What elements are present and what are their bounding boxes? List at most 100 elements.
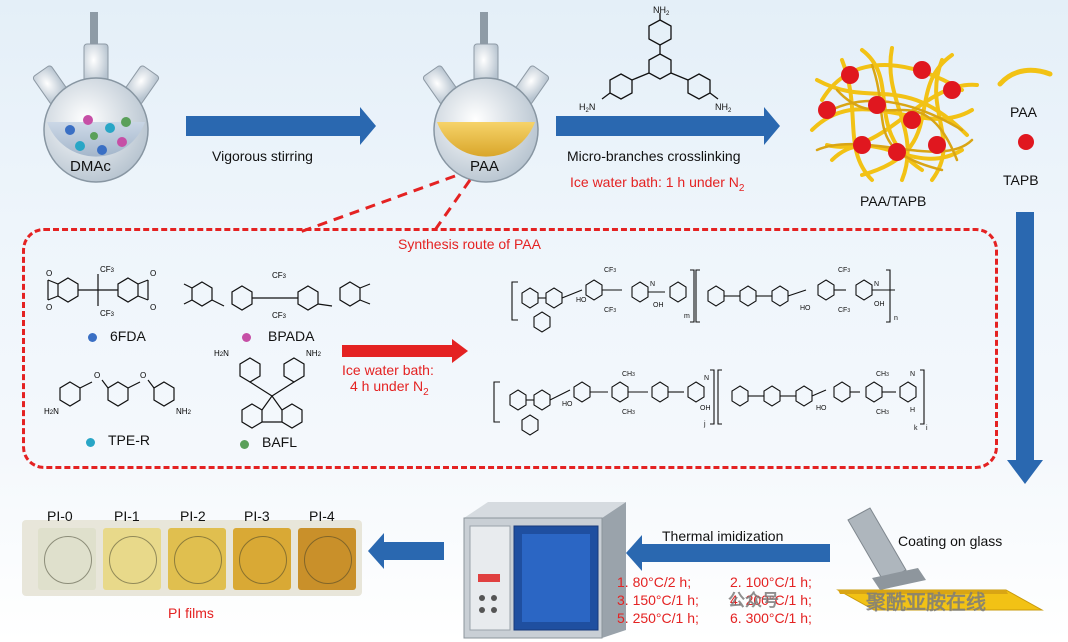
arrow-down <box>1016 212 1034 462</box>
tapb-structure: NH2 H2N NH2 <box>579 5 732 114</box>
schedule-2: 2. 100°C/1 h; <box>730 574 812 590</box>
crosslinking-condition: Ice water bath: 1 h under N2 <box>570 174 745 194</box>
6fda-cf3-bottom: CF3 <box>100 309 115 318</box>
poly1-oh: OH <box>653 302 664 309</box>
thermal-label: Thermal imidization <box>662 528 784 544</box>
film-label-4: PI-4 <box>309 508 335 524</box>
poly1-ho-b: HO <box>800 305 811 312</box>
film-3 <box>233 528 291 590</box>
schedule-3: 3. 150°C/1 h; <box>617 592 699 608</box>
film-seal-icon <box>44 536 92 584</box>
bpada-label: BPADA <box>268 328 315 344</box>
6fda-o3: O <box>150 269 156 278</box>
bpada-dot <box>242 333 251 342</box>
film-seal-icon <box>174 536 222 584</box>
bafl-structure: H2N NH2 <box>214 349 322 429</box>
paa-flask-label: PAA <box>470 158 499 175</box>
6fda-cf3-top: CF3 <box>100 265 115 274</box>
tper-o2: O <box>140 371 146 380</box>
stirring-label: Vigorous stirring <box>212 148 313 164</box>
reaction-condition-1: Ice water bath: <box>342 362 434 378</box>
tper-label: TPE-R <box>108 432 150 448</box>
dmac-flask-icon <box>32 12 160 183</box>
films-caption: PI films <box>168 605 214 621</box>
poly2-ch3-top: CH3 <box>622 371 635 378</box>
poly1-m: m <box>684 313 690 320</box>
watermark-small: 公众号 <box>728 591 779 610</box>
poly1-cf3-bottom: CF3 <box>604 307 616 314</box>
poly2-ho-b: HO <box>816 405 827 412</box>
schedule-5: 5. 250°C/1 h; <box>617 610 699 626</box>
6fda-label: 6FDA <box>110 328 146 344</box>
synthesis-title: Synthesis route of PAA <box>398 236 541 252</box>
poly2-n-b: N <box>910 371 915 378</box>
poly1-oh-b: OH <box>874 301 885 308</box>
poly2-h-b: H <box>910 407 915 414</box>
tper-structure: H2N NH2 O O <box>44 371 192 416</box>
tper-nh2-left: H2N <box>44 407 59 416</box>
bafl-nh2-left: H2N <box>214 349 229 358</box>
bpada-cf3-bottom: CF3 <box>272 311 287 320</box>
tapb-nh2-right: NH2 <box>715 102 732 114</box>
legend-paa-label: PAA <box>1010 104 1037 120</box>
coating-glass-icon <box>836 507 1044 611</box>
synthesis-box <box>22 228 998 469</box>
poly2-ho: HO <box>562 401 573 408</box>
arrow-down-head <box>1007 460 1043 484</box>
film-1 <box>103 528 161 590</box>
film-label-0: PI-0 <box>47 508 73 524</box>
oven-icon <box>463 502 626 639</box>
paa-legend-icon <box>997 67 1053 87</box>
paa-tapb-network <box>810 46 979 182</box>
arrow-to-films <box>368 533 444 569</box>
bpada-structure: CF3 CF3 <box>183 271 371 320</box>
poly2-ch3-bottom-b: CH3 <box>876 409 889 416</box>
film-4 <box>298 528 356 590</box>
paa-flask-icon <box>422 12 550 183</box>
film-0 <box>38 528 96 590</box>
poly2-ch3-bottom: CH3 <box>622 409 635 416</box>
poly1-ho: HO <box>576 297 587 304</box>
poly2-n: N <box>704 375 709 382</box>
film-seal-icon <box>239 536 287 584</box>
reaction-condition-2: 4 h under N2 <box>350 378 429 398</box>
arrow-thermal <box>626 535 830 571</box>
coating-label: Coating on glass <box>898 533 1003 549</box>
arrow-crosslinking <box>556 107 780 145</box>
bafl-label: BAFL <box>262 434 298 450</box>
poly1-n-b: N <box>874 281 879 288</box>
film-seal-icon <box>109 536 157 584</box>
tper-o1: O <box>94 371 100 380</box>
bpada-cf3-top: CF3 <box>272 271 287 280</box>
film-seal-icon <box>304 536 352 584</box>
crosslinking-label: Micro-branches crosslinking <box>567 148 741 164</box>
tapb-nh2-left: H2N <box>579 102 595 114</box>
schedule-4: 4. 200°C/1 h; <box>730 592 812 608</box>
poly1-cf3-top: CF3 <box>604 267 616 274</box>
poly1-cf3-bottom-b: CF3 <box>838 307 850 314</box>
tper-dot <box>86 438 95 447</box>
legend-tapb-label: TAPB <box>1003 172 1039 188</box>
film-label-1: PI-1 <box>114 508 140 524</box>
paa-tapb-label: PAA/TAPB <box>860 193 927 209</box>
6fda-structure: O O O O CF3 CF3 <box>46 265 156 318</box>
reaction-arrow <box>342 345 454 357</box>
poly1-n-sub: n <box>894 315 898 322</box>
schedule-1: 1. 80°C/2 h; <box>617 574 692 590</box>
poly2-ch3-top-b: CH3 <box>876 371 889 378</box>
6fda-o2: O <box>46 303 52 312</box>
poly2-k: k <box>914 425 918 432</box>
poly1-n: N <box>650 281 655 288</box>
dmac-label: DMAc <box>70 158 111 175</box>
arrow-stirring <box>186 107 376 145</box>
film-label-2: PI-2 <box>180 508 206 524</box>
film-2 <box>168 528 226 590</box>
poly1-cf3-top-b: CF3 <box>838 267 850 274</box>
6fda-o4: O <box>150 303 156 312</box>
6fda-dot <box>88 333 97 342</box>
poly2-i: i <box>926 425 928 432</box>
poly2-oh: OH <box>700 405 711 412</box>
film-label-3: PI-3 <box>244 508 270 524</box>
